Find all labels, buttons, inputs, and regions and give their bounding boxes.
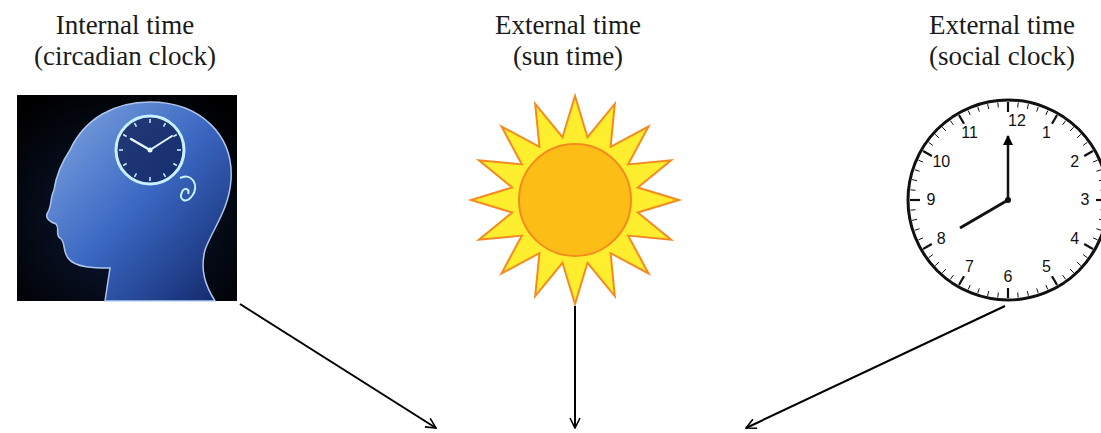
- clock-tick: [149, 119, 151, 123]
- clock-tick: [1017, 293, 1019, 298]
- clock-tick: [997, 103, 999, 108]
- clock-tick: [1096, 199, 1101, 201]
- clock-tick: [988, 291, 989, 296]
- clock-numeral: 4: [1070, 231, 1079, 247]
- clock-tick: [997, 293, 999, 298]
- clock-tick: [1070, 127, 1073, 131]
- clock-numeral: 5: [1042, 259, 1051, 275]
- clock-numeral: 8: [937, 231, 946, 247]
- clock-tick: [123, 164, 126, 166]
- clock-tick: [923, 151, 932, 156]
- clock-tick: [911, 209, 916, 211]
- clock-tick: [1083, 255, 1087, 258]
- clock-tick: [1046, 285, 1048, 290]
- clock-tick: [919, 160, 924, 162]
- clock-tick: [1070, 269, 1073, 273]
- clock-tick: [1093, 238, 1098, 240]
- clock-tick: [1093, 160, 1098, 162]
- clock-tick: [1052, 115, 1057, 124]
- clock-tick: [1084, 244, 1093, 249]
- clock-tick: [1096, 170, 1101, 172]
- clock-numeral: 1: [1042, 125, 1051, 141]
- clock-tick: [1084, 151, 1093, 156]
- column-title: Internal time (circadian clock): [18, 10, 233, 72]
- clock-tick: [942, 127, 945, 131]
- clock-tick: [164, 123, 166, 126]
- clock-tick: [929, 255, 933, 258]
- clock-tick: [123, 135, 126, 137]
- clock-tick: [942, 269, 945, 273]
- clock-tick: [1096, 229, 1101, 231]
- clock-tick: [173, 164, 176, 166]
- clock-tick: [1027, 291, 1028, 296]
- clock-tick: [1063, 275, 1066, 279]
- clock-tick: [912, 180, 917, 181]
- clock-tick: [177, 149, 181, 151]
- head-picture: [17, 95, 237, 301]
- clock-tick: [929, 142, 933, 145]
- clock-tick: [1027, 104, 1028, 109]
- clock-tick: [1052, 276, 1057, 285]
- clock-numeral: 2: [1070, 154, 1079, 170]
- clock-tick: [1099, 180, 1101, 181]
- clock-numeral: 6: [1004, 269, 1013, 285]
- clock-tick: [968, 285, 970, 290]
- clock-tick: [1046, 111, 1048, 116]
- clock-tick: [1037, 288, 1039, 293]
- clock-numeral: 10: [932, 154, 950, 170]
- converging-arrows: [240, 304, 1005, 428]
- clock-tick: [1007, 102, 1009, 112]
- clock-tick: [915, 229, 920, 231]
- clock-tick: [1099, 219, 1101, 220]
- clock-tick: [923, 244, 932, 249]
- clock-numeral: 3: [1081, 192, 1090, 208]
- clock-numeral: 12: [1008, 113, 1026, 129]
- clock-tick: [910, 199, 920, 201]
- clock-tick: [950, 275, 953, 279]
- sun-picture: [471, 96, 679, 304]
- clock-tick: [1077, 134, 1081, 137]
- clock-tick: [119, 149, 123, 151]
- clock-tick: [1037, 107, 1039, 112]
- clock-tick: [912, 219, 917, 220]
- clock-tick: [1007, 288, 1009, 298]
- clock-numeral: 7: [965, 259, 974, 275]
- clock-tick: [135, 123, 137, 126]
- clock-tick: [935, 262, 939, 265]
- clock-tick: [135, 173, 137, 176]
- column-title: External time (social clock): [907, 10, 1097, 72]
- clock-tick: [164, 173, 166, 176]
- clock-tick: [919, 238, 924, 240]
- clock-tick: [915, 170, 920, 172]
- clock-tick: [1077, 262, 1081, 265]
- clock-tick: [978, 288, 980, 293]
- clock-tick: [950, 121, 953, 125]
- clock-numeral: 11: [961, 125, 978, 141]
- clock-tick: [959, 115, 964, 124]
- clock-tick: [1017, 103, 1019, 108]
- clock-tick: [1063, 121, 1066, 125]
- clock-tick: [149, 177, 151, 181]
- clock-tick: [968, 111, 970, 116]
- clock-tick: [1083, 142, 1087, 145]
- clock-tick: [959, 276, 964, 285]
- clock-tick: [173, 135, 176, 137]
- clock-tick: [988, 104, 989, 109]
- clock-tick: [911, 189, 916, 191]
- clock-tick: [935, 134, 939, 137]
- clock-numeral: 9: [927, 192, 936, 208]
- column-title: External time (sun time): [473, 10, 663, 72]
- clock-tick: [978, 107, 980, 112]
- clock-picture: [908, 100, 1101, 300]
